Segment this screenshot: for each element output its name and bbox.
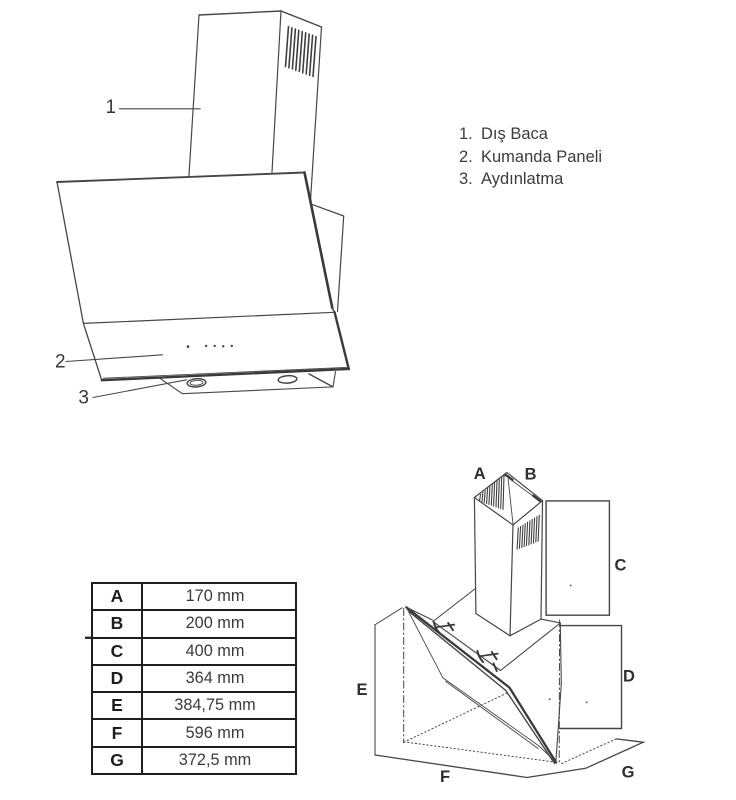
svg-text:2: 2 bbox=[55, 352, 66, 373]
svg-text:C: C bbox=[615, 557, 627, 575]
svg-text:B: B bbox=[525, 466, 537, 484]
svg-text:G: G bbox=[622, 764, 635, 782]
svg-text:A: A bbox=[474, 465, 486, 483]
svg-text:F: F bbox=[440, 768, 450, 786]
svg-text:1: 1 bbox=[106, 97, 117, 118]
svg-text:3: 3 bbox=[78, 388, 89, 409]
svg-text:D: D bbox=[623, 668, 635, 686]
svg-text:E: E bbox=[356, 681, 367, 699]
